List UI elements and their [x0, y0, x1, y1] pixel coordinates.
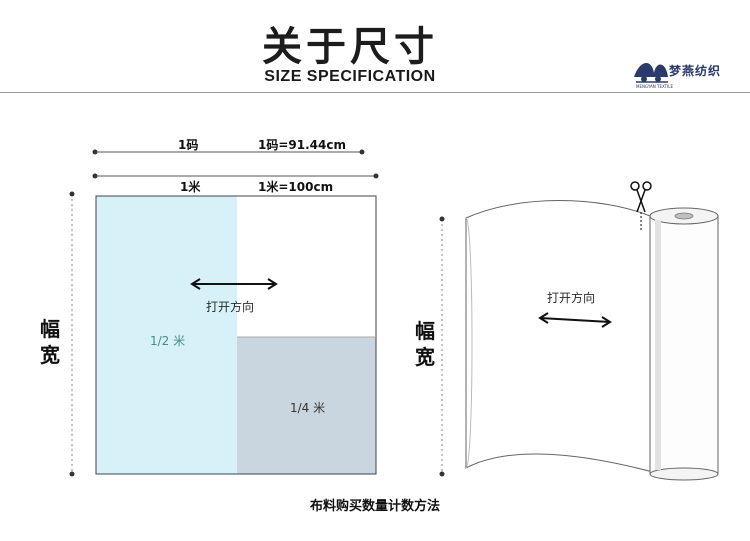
open-direction-arrow [190, 278, 278, 290]
one-meter-square [95, 195, 377, 475]
right-width-dimension-line [439, 216, 445, 477]
direction-label: 打开方向 [206, 300, 255, 314]
yard-label: 1码 [178, 138, 199, 152]
brand-logo-text: 梦燕纺织 [669, 64, 722, 78]
brand-logo-icon: MENGYAN TEXTILE [634, 62, 673, 89]
title-divider [0, 92, 750, 93]
svg-text:MENGYAN TEXTILE: MENGYAN TEXTILE [636, 84, 673, 89]
meter-dimension-line [92, 173, 379, 179]
page-subtitle: SIZE SPECIFICATION [264, 68, 436, 85]
roll-direction-arrow [538, 312, 612, 328]
meter-label: 1米 [180, 180, 201, 194]
page-title: 关于尺寸 [262, 24, 438, 70]
quarter-meter-area [237, 337, 376, 474]
fabric-roll [465, 200, 719, 481]
left-width-dimension-line [69, 191, 75, 477]
meter-value: 1米=100cm [258, 180, 334, 194]
roll-direction-label: 打开方向 [547, 291, 596, 305]
yard-value: 1码=91.44cm [258, 138, 346, 152]
quarter-meter-label: 1/4 米 [290, 401, 326, 415]
scissors-icon [630, 181, 652, 230]
half-meter-label: 1/2 米 [150, 334, 186, 348]
diagram-caption: 布料购买数量计数方法 [309, 499, 440, 514]
half-meter-area [96, 196, 237, 474]
left-width-label: 幅宽 [40, 317, 60, 367]
right-width-label: 幅宽 [415, 319, 435, 369]
yard-dimension-line [92, 149, 365, 155]
